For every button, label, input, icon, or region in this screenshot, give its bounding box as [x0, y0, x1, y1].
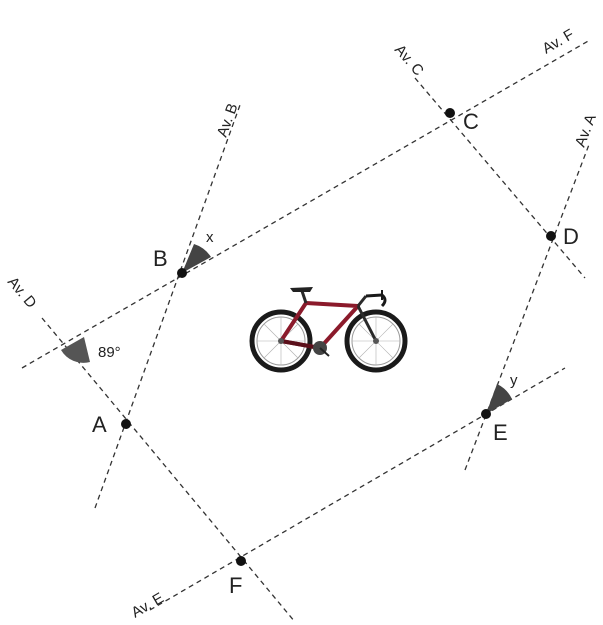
street-label-av-f: Av. F	[540, 26, 578, 58]
angle-89-wedge	[61, 337, 90, 363]
point-b-label: B	[153, 246, 168, 271]
street-label-av-b: Av. B	[214, 101, 242, 139]
point-a-label: A	[92, 412, 107, 437]
street-label-av-c: Av. C	[391, 41, 427, 79]
street-label-av-e: Av. E	[129, 590, 167, 622]
street-av-e-line	[149, 367, 566, 611]
point-e-label: E	[493, 420, 508, 445]
street-av-a-line	[464, 141, 591, 471]
street-av-b-line	[94, 104, 241, 509]
bicycle-icon	[249, 287, 408, 373]
point-f-label: F	[229, 573, 242, 598]
point-a	[121, 419, 131, 429]
street-label-av-d: Av. D	[4, 274, 40, 312]
angle-89-label: 89°	[98, 344, 121, 361]
point-c	[445, 108, 455, 118]
point-c-label: C	[463, 109, 479, 134]
angle-x-label: x	[206, 229, 214, 246]
point-f	[236, 556, 246, 566]
street-av-d-line	[41, 317, 296, 623]
point-e	[481, 409, 491, 419]
street-av-c-line	[414, 77, 586, 279]
street-label-av-a: Av. A	[572, 112, 600, 149]
angle-y-wedge	[486, 384, 512, 414]
angle-y-label: y	[510, 372, 518, 389]
point-d-label: D	[563, 224, 579, 249]
point-d	[546, 231, 556, 241]
angle-x-wedge	[182, 244, 211, 273]
street-av-f-line	[21, 39, 591, 369]
point-b	[177, 268, 187, 278]
